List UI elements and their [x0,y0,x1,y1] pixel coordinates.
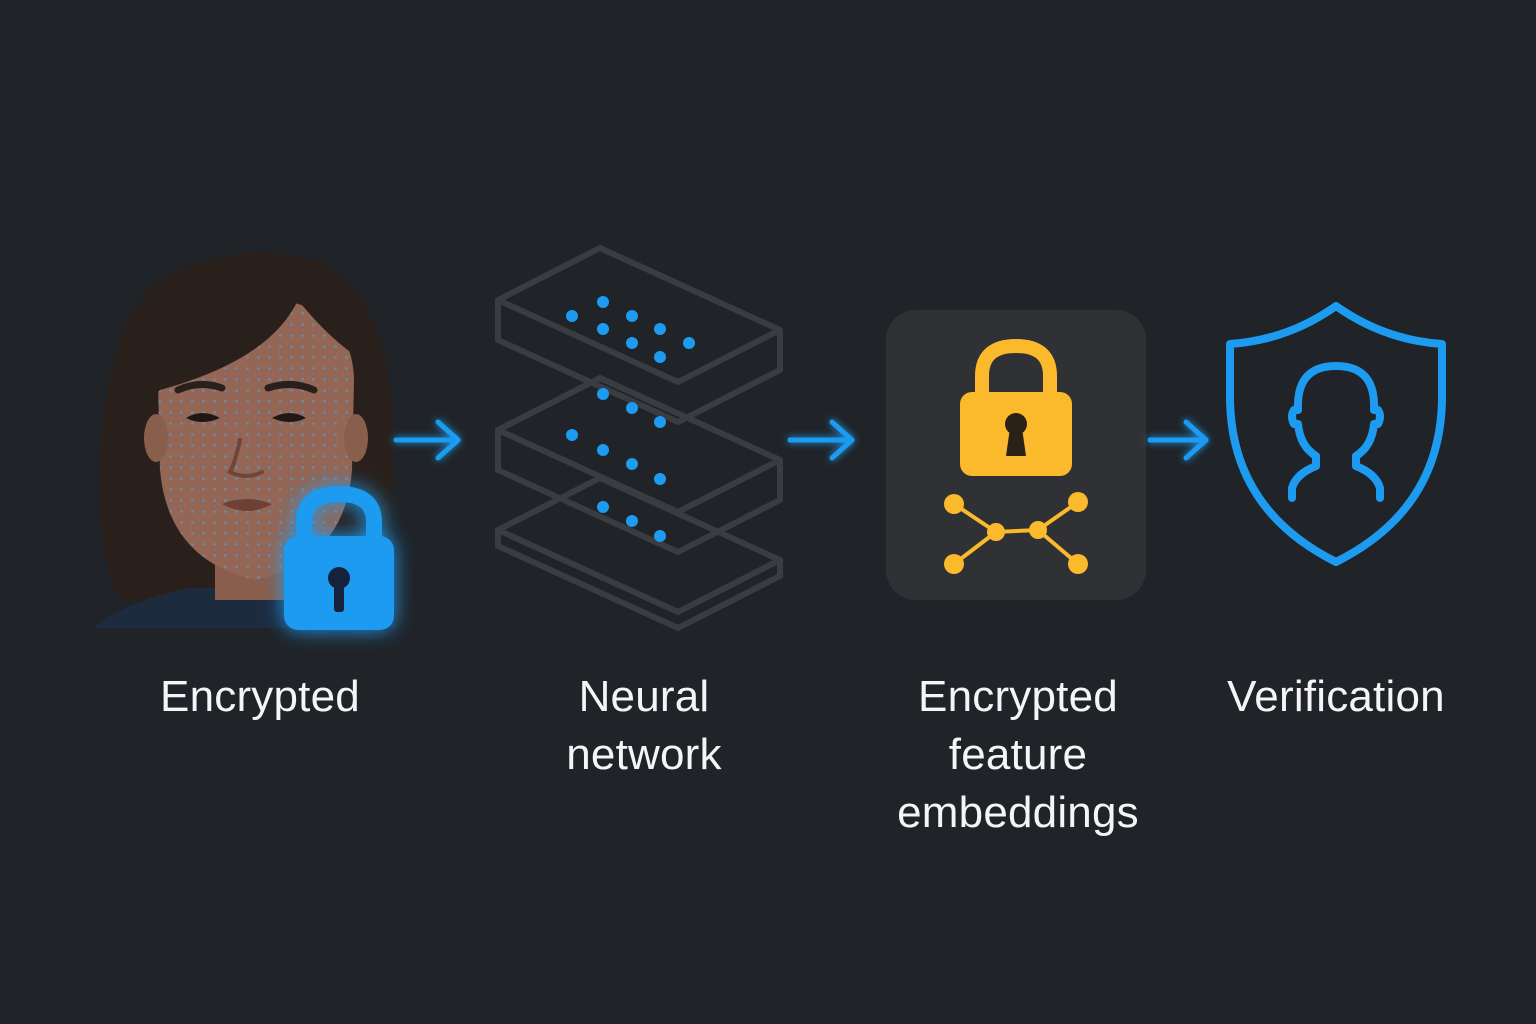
blue-lock-icon [284,485,394,630]
step-label-neural-network: Neural network [566,672,722,779]
yellow-lock-icon [960,338,1072,476]
person-silhouette [1288,362,1384,502]
step-label-encrypted: Encrypted [160,672,360,721]
nose-shape [227,438,264,478]
shield-with-person-icon [1226,302,1446,566]
graph-nodes [944,492,1088,574]
face-with-lock-icon [92,252,398,630]
network-layer-bottom [495,475,783,631]
shield-outline [1226,302,1446,566]
left-eyebrow [174,381,226,394]
mouth-shape [222,499,272,511]
step-label-encrypted-feature-embeddings: Encrypted feature embeddings [897,672,1139,837]
hair-fringe-shape [150,278,362,400]
network-layer-top [495,245,783,425]
right-ear [344,414,368,462]
arrow-right-icon [393,419,461,461]
network-layer-middle [495,375,783,555]
left-ear [144,414,168,462]
right-eye [272,413,306,422]
step-label-verification: Verification [1227,672,1445,721]
right-eyebrow [264,381,318,394]
network-node-dots [566,296,695,542]
padlock-with-graph-icon [886,310,1146,600]
arrow-right-icon [787,419,855,461]
left-eye [186,413,220,422]
arrow-right-icon [1147,419,1209,461]
layered-network-icon [495,245,783,631]
